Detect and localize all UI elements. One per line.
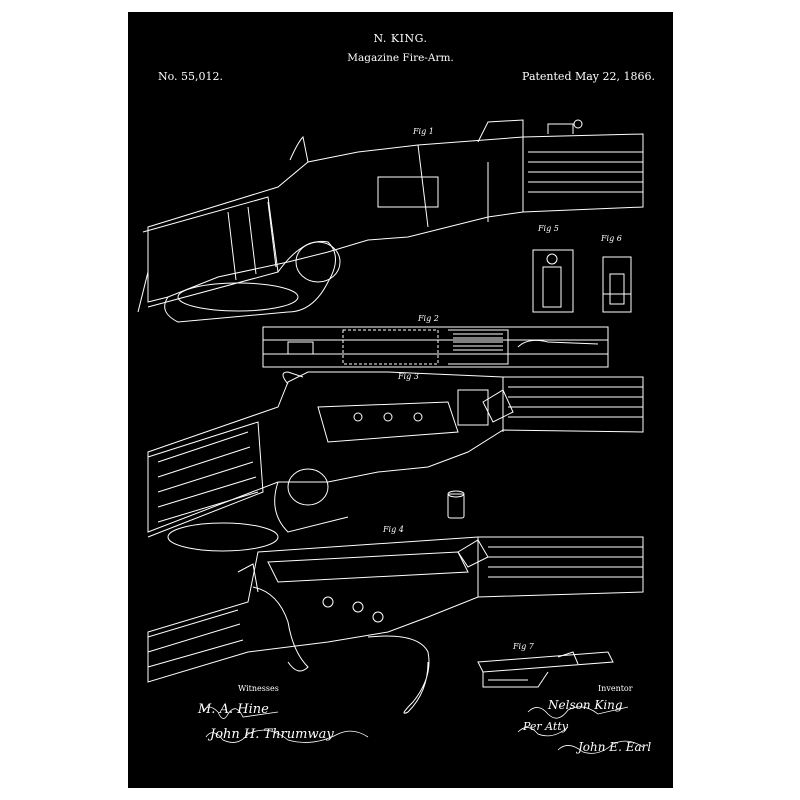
signature-flourishes: [202, 706, 644, 754]
inventor-name: N. KING.: [373, 32, 428, 45]
witnesses-label: Witnesses: [238, 684, 279, 693]
fig-1-label: Fig 1: [413, 127, 434, 136]
fig-3-label: Fig 3: [398, 372, 419, 381]
figure-2-drawing: [262, 326, 609, 368]
attorney-signature: John E. Earl: [578, 740, 652, 754]
witness-2-signature: John H. Thrumway: [210, 727, 334, 742]
inventor-signature: Nelson King: [548, 698, 623, 712]
fig-5-label: Fig 5: [538, 224, 559, 233]
attorney-label: Per Atty: [523, 720, 568, 733]
patent-date: Patented May 22, 1866.: [522, 70, 655, 83]
figure-5-drawing: [532, 249, 574, 313]
figure-7-drawing: [477, 651, 614, 688]
patent-drawing: [137, 119, 644, 754]
figure-4-drawing: [147, 536, 644, 714]
patent-title: Magazine Fire-Arm.: [347, 52, 454, 64]
figure-6-drawing: [602, 256, 632, 313]
patent-poster: N. KING. Magazine Fire-Arm. No. 55,012. …: [128, 12, 673, 788]
inventor-label: Inventor: [598, 684, 633, 693]
fig-6-label: Fig 6: [601, 234, 622, 243]
fig-7-label: Fig 7: [513, 642, 534, 651]
cartridge-drawing: [447, 490, 465, 519]
figure-1-drawing: [137, 119, 644, 323]
fig-2-label: Fig 2: [418, 314, 439, 323]
witness-1-signature: M. A. Hine: [198, 702, 269, 717]
fig-4-label: Fig 4: [383, 525, 404, 534]
patent-number: No. 55,012.: [158, 70, 224, 83]
figure-3-drawing: [147, 371, 644, 552]
